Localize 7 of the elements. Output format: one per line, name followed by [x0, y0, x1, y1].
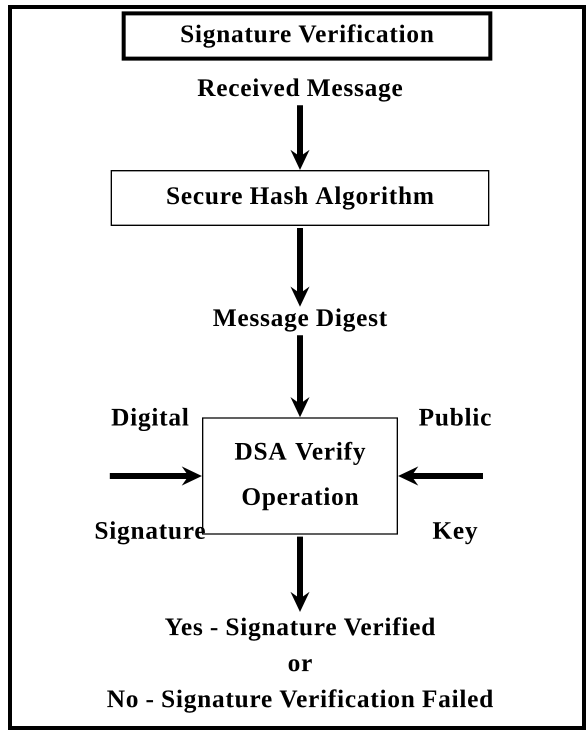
process-box: Secure Hash Algorithm — [110, 170, 490, 226]
flow-text: Public Key — [419, 408, 491, 544]
flow-text: Received Message — [198, 78, 402, 102]
flow-text: Yes - Signature Verified or No - Signature Verification Failed — [107, 617, 493, 713]
title-box: Signature Verification — [122, 11, 492, 61]
flow-text: Digital Signature — [96, 408, 205, 544]
flow-text: Message Digest — [213, 308, 388, 332]
